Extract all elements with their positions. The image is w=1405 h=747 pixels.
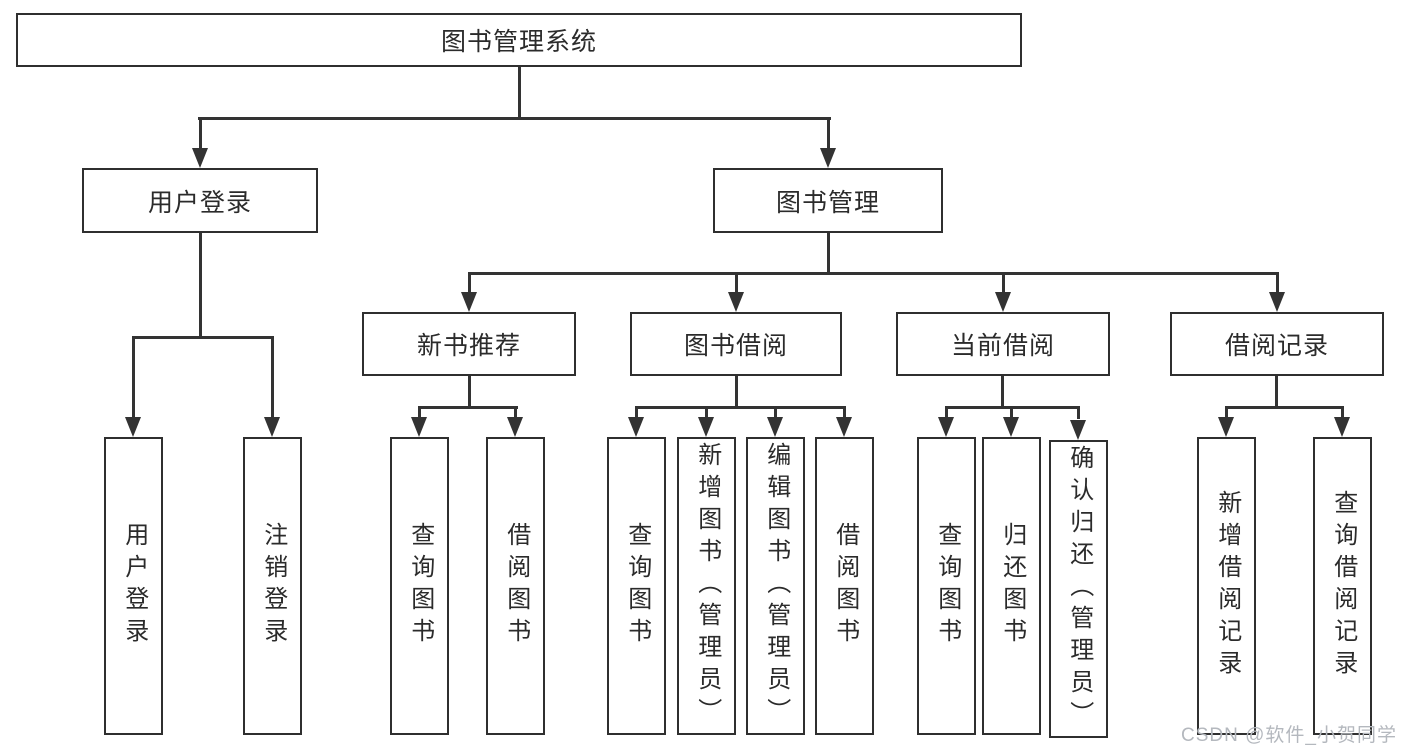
connector-arrow-stem — [418, 409, 421, 419]
connector-arrow-stem — [468, 275, 471, 293]
leaf-search-books-current: 查询图书 — [917, 437, 976, 735]
arrow-down-icon — [1070, 420, 1086, 440]
connector-arrow-stem — [1276, 275, 1279, 293]
node-label: 图书管理 — [775, 188, 880, 217]
node-book-borrowing: 图书借阅 — [630, 312, 842, 376]
leaf-search-books-borrow: 查询图书 — [607, 437, 666, 735]
arrow-down-icon — [820, 148, 836, 168]
arrow-down-icon — [1003, 417, 1019, 437]
leaf-label: 用户登录 — [120, 522, 148, 650]
leaf-label: 借阅图书 — [831, 522, 859, 650]
leaf-add-book-admin: 新增图书（管理员） — [677, 437, 736, 735]
leaf-search-books-recommend: 查询图书 — [390, 437, 449, 735]
connector-arrow-stem — [774, 409, 777, 419]
leaf-logout: 注销登录 — [243, 437, 302, 735]
node-library-management-system: 图书管理系统 — [16, 13, 1022, 67]
connector-borrowing-stem — [735, 376, 738, 409]
node-label: 图书管理系统 — [440, 28, 597, 56]
leaf-user-login: 用户登录 — [104, 437, 163, 735]
connector-arrow-stem — [132, 339, 135, 417]
arrow-down-icon — [192, 148, 208, 168]
connector-arrow-stem — [199, 120, 202, 150]
connector-arrow-stem — [945, 409, 948, 419]
node-label: 用户登录 — [147, 188, 252, 217]
node-label: 当前借阅 — [950, 332, 1055, 360]
arrow-down-icon — [728, 292, 744, 312]
leaf-label: 注销登录 — [259, 522, 287, 650]
arrow-down-icon — [938, 417, 954, 437]
leaf-confirm-return-admin: 确认归还（管理员） — [1049, 440, 1108, 738]
arrow-down-icon — [461, 292, 477, 312]
connector-recommend-rail — [418, 406, 518, 409]
connector-arrow-stem — [1077, 409, 1080, 419]
arrow-down-icon — [995, 292, 1011, 312]
connector-borrowing-rail — [635, 406, 846, 409]
node-label: 借阅记录 — [1224, 332, 1329, 360]
arrow-down-icon — [1269, 292, 1285, 312]
node-book-management: 图书管理 — [713, 168, 943, 233]
arrow-down-icon — [628, 417, 644, 437]
leaf-borrow-books-recommend: 借阅图书 — [486, 437, 545, 735]
connector-arrow-stem — [735, 275, 738, 293]
connector-arrow-stem — [843, 409, 846, 419]
leaf-label: 新增借阅记录 — [1213, 490, 1241, 682]
leaf-label: 借阅图书 — [502, 522, 530, 650]
connector-arrow-stem — [827, 120, 830, 150]
connector-user-login-stem — [199, 233, 202, 339]
leaf-label: 确认归还（管理员） — [1065, 445, 1093, 733]
node-label: 图书借阅 — [683, 332, 788, 360]
connector-arrow-stem — [1225, 409, 1228, 419]
arrow-down-icon — [767, 417, 783, 437]
node-borrowing-records: 借阅记录 — [1170, 312, 1384, 376]
connector-arrow-stem — [271, 339, 274, 417]
node-user-login: 用户登录 — [82, 168, 318, 233]
connector-user-login-rail — [132, 336, 274, 339]
connector-arrow-stem — [635, 409, 638, 419]
leaf-add-borrow-record: 新增借阅记录 — [1197, 437, 1256, 735]
arrow-down-icon — [698, 417, 714, 437]
arrow-down-icon — [125, 417, 141, 437]
connector-arrow-stem — [705, 409, 708, 419]
connector-book-mgmt-rail — [468, 272, 1279, 275]
connector-arrow-stem — [1002, 275, 1005, 293]
leaf-label: 查询图书 — [406, 522, 434, 650]
connector-book-mgmt-stem — [827, 233, 830, 275]
leaf-edit-book-admin: 编辑图书（管理员） — [746, 437, 805, 735]
connector-arrow-stem — [1341, 409, 1344, 419]
leaf-search-borrow-record: 查询借阅记录 — [1313, 437, 1372, 735]
csdn-watermark: CSDN @软件_小贺同学 — [1181, 725, 1397, 746]
connector-records-stem — [1275, 376, 1278, 409]
connector-arrow-stem — [1010, 409, 1013, 419]
arrow-down-icon — [411, 417, 427, 437]
leaf-label: 新增图书（管理员） — [693, 442, 721, 730]
leaf-label: 归还图书 — [998, 522, 1026, 650]
node-current-borrowing: 当前借阅 — [896, 312, 1110, 376]
leaf-label: 查询图书 — [933, 522, 961, 650]
node-label: 新书推荐 — [416, 332, 521, 360]
leaf-label: 编辑图书（管理员） — [762, 442, 790, 730]
leaf-return-books: 归还图书 — [982, 437, 1041, 735]
connector-records-rail — [1225, 406, 1344, 409]
connector-root-rail — [198, 117, 831, 120]
leaf-borrow-books-borrow: 借阅图书 — [815, 437, 874, 735]
connector-current-stem — [1001, 376, 1004, 409]
arrow-down-icon — [1218, 417, 1234, 437]
arrow-down-icon — [1334, 417, 1350, 437]
connector-recommend-stem — [468, 376, 471, 409]
connector-current-rail — [945, 406, 1080, 409]
leaf-label: 查询借阅记录 — [1329, 490, 1357, 682]
arrow-down-icon — [264, 417, 280, 437]
arrow-down-icon — [507, 417, 523, 437]
arrow-down-icon — [836, 417, 852, 437]
connector-root-stem — [518, 67, 521, 120]
node-new-book-recommendation: 新书推荐 — [362, 312, 576, 376]
connector-arrow-stem — [514, 409, 517, 419]
leaf-label: 查询图书 — [623, 522, 651, 650]
